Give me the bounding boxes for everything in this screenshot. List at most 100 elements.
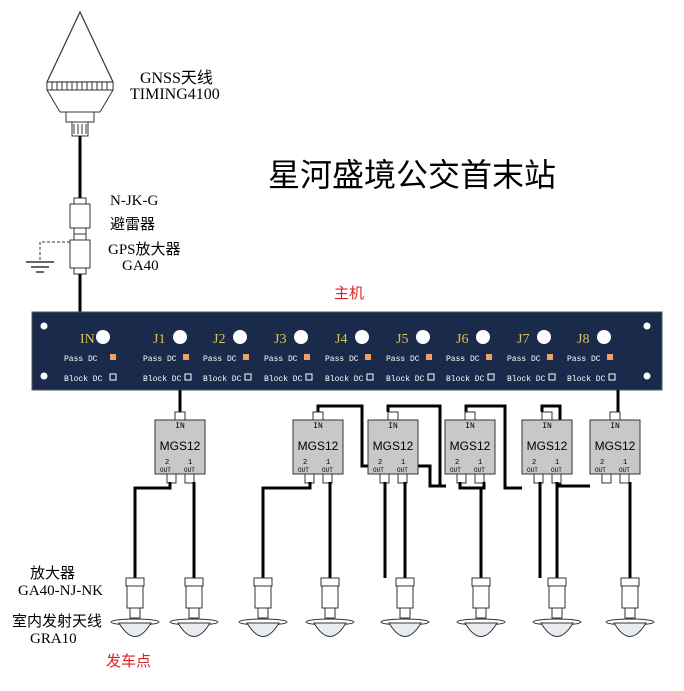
host-port-label: J5	[396, 332, 408, 347]
splitter-port1-label: 1	[478, 459, 482, 467]
splitter-model-label: MGS12	[160, 439, 201, 453]
splitter-in-label: IN	[610, 422, 620, 431]
host-port-connector	[294, 330, 308, 344]
pass-dc-label: Pass DC	[446, 355, 480, 364]
pass-dc-label: Pass DC	[264, 355, 298, 364]
splitter-port1-label: 1	[326, 459, 330, 467]
indoor-antenna-icon	[110, 577, 160, 637]
block-dc-indicator	[487, 373, 495, 381]
pass-dc-label: Pass DC	[203, 355, 237, 364]
legend-amp-name: 放大器	[30, 566, 76, 582]
splitter-out-label: OUT	[527, 467, 538, 474]
host-port-connector	[355, 330, 369, 344]
block-dc-label: Block DC	[446, 375, 485, 384]
block-dc-label: Block DC	[264, 375, 303, 384]
splitter-port2-label: 2	[378, 459, 382, 467]
host-port-label: J1	[153, 332, 165, 347]
splitter-model-label: MGS12	[527, 439, 568, 453]
splitter-in-label: IN	[388, 422, 398, 431]
departure-point-label: 发车点	[106, 654, 152, 670]
host-port-connector	[416, 330, 430, 344]
surge-protector-icon	[69, 197, 91, 235]
host-port-label: J7	[517, 332, 529, 347]
pass-dc-indicator	[365, 354, 371, 360]
gps-amplifier-icon	[69, 233, 91, 275]
pass-dc-indicator	[607, 354, 613, 360]
host-in-connector	[96, 330, 110, 344]
block-dc-indicator	[366, 373, 374, 381]
antenna-name: GNSS天线	[140, 70, 213, 87]
legend-indoor-model: GRA10	[30, 631, 77, 647]
pass-dc-indicator	[183, 354, 189, 360]
splitter-port2-label: 2	[532, 459, 536, 467]
splitter-in-label: IN	[542, 422, 552, 431]
splitter-out-label: OUT	[474, 467, 485, 474]
block-dc-indicator	[109, 373, 117, 381]
pass-dc-indicator	[486, 354, 492, 360]
pass-dc-indicator	[243, 354, 249, 360]
host-label: 主机	[334, 286, 365, 302]
splitter-port1-label: 1	[555, 459, 559, 467]
pass-dc-indicator	[304, 354, 310, 360]
host-panel	[31, 311, 663, 391]
indoor-antenna-icon	[532, 577, 582, 637]
legend-indoor-name: 室内发射天线	[12, 614, 103, 630]
splitter-in-label: IN	[465, 422, 475, 431]
indoor-antenna-icon	[169, 577, 219, 637]
splitter-in-label: IN	[313, 422, 323, 431]
block-dc-label: Block DC	[567, 375, 606, 384]
splitter-port2-label: 2	[165, 459, 169, 467]
pass-dc-label: Pass DC	[143, 355, 177, 364]
splitter-out-label: OUT	[184, 467, 195, 474]
host-port-label: J8	[577, 332, 589, 347]
block-dc-indicator	[548, 373, 556, 381]
splitter-out-label: OUT	[322, 467, 333, 474]
block-dc-indicator	[244, 373, 252, 381]
surge-name: 避雷器	[110, 217, 156, 233]
pass-dc-label: Pass DC	[325, 355, 359, 364]
block-dc-indicator	[608, 373, 616, 381]
block-dc-indicator	[305, 373, 313, 381]
splitter-out-label: OUT	[551, 467, 562, 474]
splitter-out-label: OUT	[450, 467, 461, 474]
page-title: 星河盛境公交首末站	[268, 157, 557, 193]
host-port-label: J3	[274, 332, 286, 347]
legend-amp-model: GA40-NJ-NK	[18, 583, 103, 599]
block-dc-indicator	[427, 373, 435, 381]
block-dc-indicator	[184, 373, 192, 381]
distribution-cables	[178, 390, 620, 490]
host-port-label: J6	[456, 332, 468, 347]
pass-dc-indicator	[110, 354, 116, 360]
host-port-connector	[597, 330, 611, 344]
host-port-connector	[476, 330, 490, 344]
splitter-port1-label: 1	[188, 459, 192, 467]
downlink-cables	[133, 482, 632, 578]
host-port-connector	[233, 330, 247, 344]
splitter-out-label: OUT	[619, 467, 630, 474]
pass-dc-label: Pass DC	[386, 355, 420, 364]
surge-model: N-JK-G	[110, 193, 159, 209]
splitter-model-label: MGS12	[373, 439, 414, 453]
pass-dc-label: Pass DC	[507, 355, 541, 364]
host-port-label: J2	[213, 332, 225, 347]
splitter-out-label: OUT	[595, 467, 606, 474]
splitter-out-label: OUT	[373, 467, 384, 474]
amplifier-name: GPS放大器	[108, 242, 181, 258]
pass-dc-indicator	[547, 354, 553, 360]
indoor-antenna-icon	[238, 577, 288, 637]
splitter-in-label: IN	[175, 422, 185, 431]
splitter-model-label: MGS12	[298, 439, 339, 453]
splitter-model-label: MGS12	[595, 439, 636, 453]
host-port-connector	[173, 330, 187, 344]
splitter-out-label: OUT	[397, 467, 408, 474]
splitter-port2-label: 2	[455, 459, 459, 467]
host-in-label: IN	[80, 332, 95, 347]
indoor-antenna-icon	[305, 577, 355, 637]
pass-dc-label: Pass DC	[64, 355, 98, 364]
amplifier-model: GA40	[122, 258, 159, 274]
block-dc-label: Block DC	[143, 375, 182, 384]
